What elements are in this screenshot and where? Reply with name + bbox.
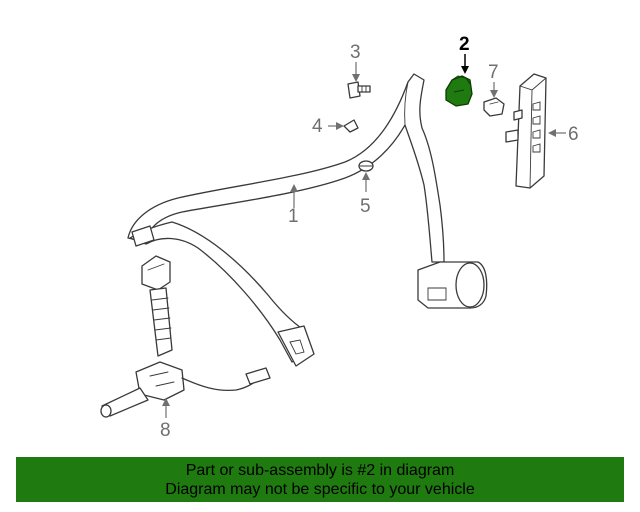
callout-8: 8: [160, 420, 171, 441]
banner-line-1: Part or sub-assembly is #2 in diagram: [185, 462, 455, 479]
leader-lines: [162, 54, 566, 418]
callout-4: 4: [312, 116, 323, 137]
belt-retractor: [417, 261, 488, 309]
callout-2: 2: [459, 34, 470, 55]
part-5-cap[interactable]: [358, 160, 374, 172]
part-2-belt-guide-clip[interactable]: [445, 75, 473, 107]
part-8-buckle-assembly[interactable]: [100, 255, 271, 418]
parts-diagram: 1 2 3 4 5 6 7 8: [100, 34, 579, 441]
info-banner: Part or sub-assembly is #2 in diagram Di…: [16, 457, 624, 502]
part-6-height-adjuster[interactable]: [505, 73, 547, 189]
callout-3: 3: [350, 42, 361, 63]
callout-7: 7: [488, 62, 499, 83]
callout-numbers: 1 2 3 4 5 6 7 8: [160, 34, 579, 441]
banner-line-2: Diagram may not be specific to your vehi…: [165, 481, 475, 498]
callout-6: 6: [568, 124, 579, 145]
callout-5: 5: [360, 196, 371, 217]
callout-1: 1: [288, 206, 299, 227]
part-7-clip[interactable]: [483, 97, 505, 117]
part-4-anchor-nut[interactable]: [343, 119, 359, 133]
part-1-seat-belt-webbing[interactable]: [127, 73, 445, 367]
part-3-bolt[interactable]: [347, 81, 371, 99]
